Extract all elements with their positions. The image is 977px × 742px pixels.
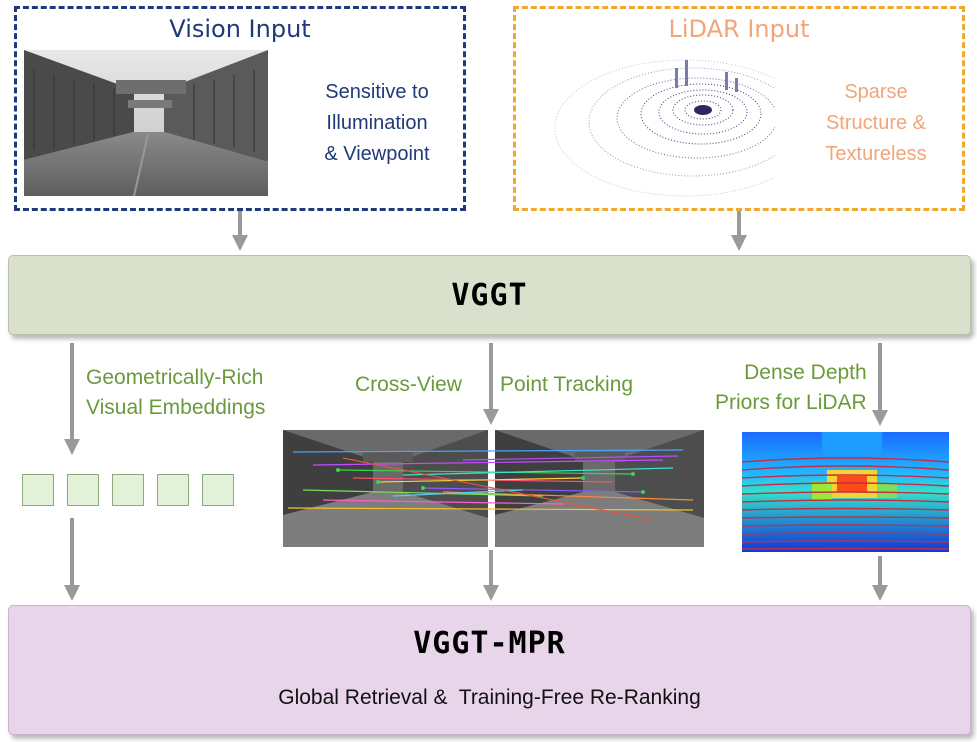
lidar-input-box: LiDAR Input Sparse Structure & Texturele… (513, 6, 965, 211)
vision-input-box: Vision Input Sensitive to Illumination &… (14, 6, 466, 211)
dense-depth-map (742, 432, 949, 552)
lidar-desc-line: Sparse (844, 81, 908, 103)
street-camera-image (24, 50, 268, 196)
embeddings-label: Geometrically-Rich Visual Embeddings (86, 363, 265, 423)
vision-input-title: Vision Input (169, 15, 311, 43)
point-tracking-image-pair (283, 430, 704, 547)
lidar-point-cloud (554, 59, 775, 197)
vggt-title: VGGT (451, 278, 528, 313)
vision-desc-line: Sensitive to (325, 81, 429, 103)
vggt-mpr-module: VGGT-MPR Global Retrieval & Training-Fre… (8, 605, 971, 735)
point-tracking-label: Point Tracking (500, 373, 634, 396)
embedding-token (157, 474, 189, 506)
embeddings-label-line: Visual Embeddings (86, 396, 266, 419)
embeddings-label-line: Geometrically-Rich (86, 366, 264, 389)
tracking-right-frame (495, 430, 704, 547)
vision-desc-line: Illumination (326, 112, 428, 134)
depth-label-line: Dense Depth (744, 361, 867, 384)
lidar-input-description: Sparse Structure & Textureless (796, 77, 956, 170)
depth-label-line: Priors for LiDAR (715, 391, 867, 414)
lidar-input-title: LiDAR Input (668, 15, 810, 43)
vggt-module: VGGT (8, 255, 971, 335)
lidar-desc-line: Structure & (825, 112, 927, 134)
embedding-token (112, 474, 144, 506)
cross-view-label: Cross-View (355, 373, 462, 396)
embedding-token (67, 474, 99, 506)
lidar-desc-line: Textureless (825, 143, 927, 165)
vggt-mpr-subtitle: Global Retrieval & Training-Free Re-Rank… (278, 686, 701, 709)
vggt-mpr-title: VGGT-MPR (413, 626, 566, 661)
vision-desc-line: & Viewpoint (324, 143, 430, 165)
depth-prior-label: Dense Depth Priors for LiDAR (715, 358, 867, 418)
vision-input-description: Sensitive to Illumination & Viewpoint (302, 77, 452, 170)
embedding-token (22, 474, 54, 506)
embedding-token (202, 474, 234, 506)
